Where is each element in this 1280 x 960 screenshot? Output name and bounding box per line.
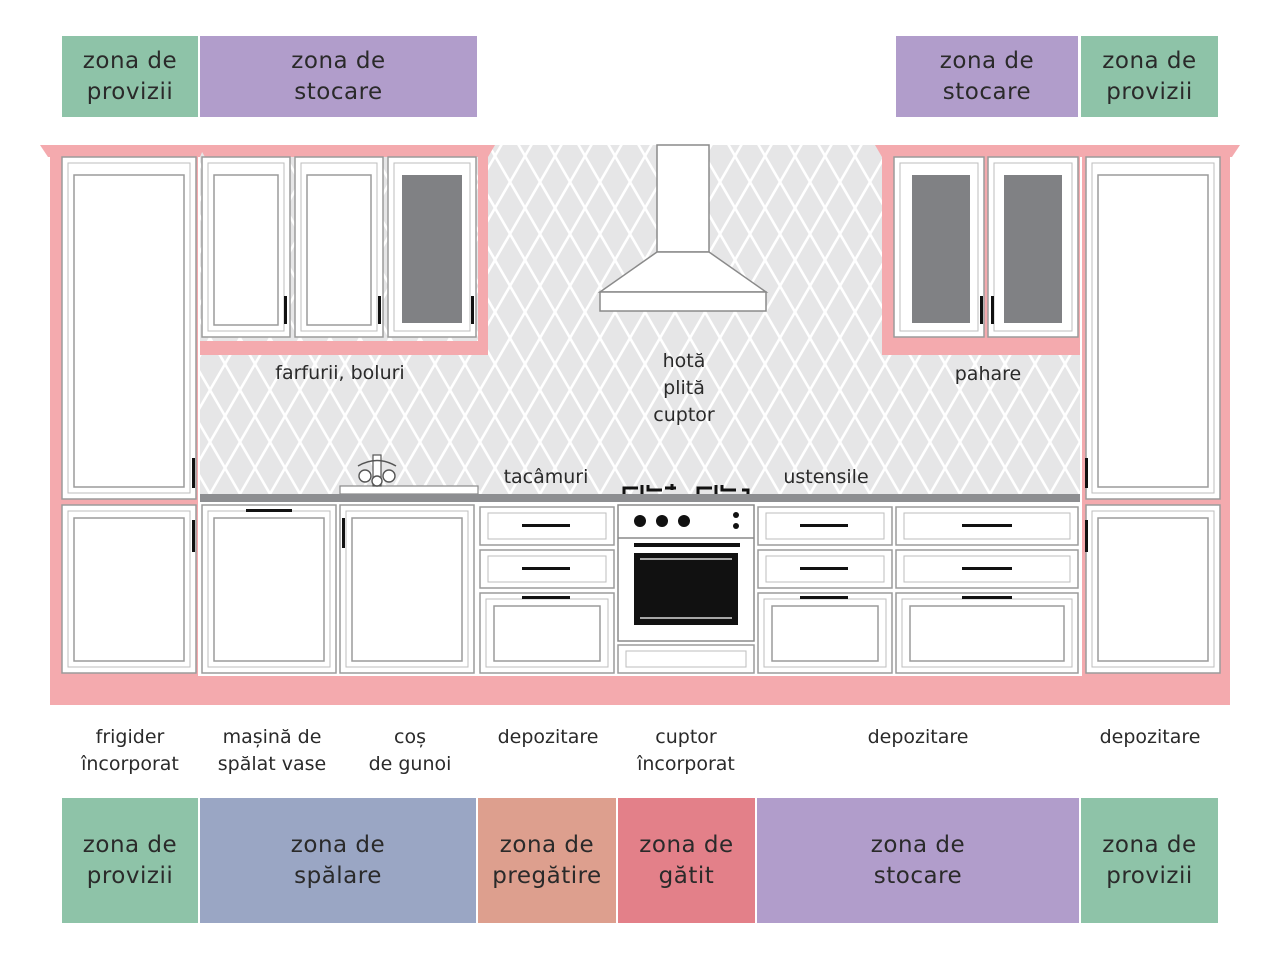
zone-line2: pregătire: [492, 862, 602, 889]
zone-line1: zona de: [82, 831, 178, 858]
drawers-right: [895, 506, 1079, 674]
label-line1: cuptor: [655, 726, 717, 748]
label-line1: depozitare: [497, 726, 599, 748]
zone-line1: zona de: [1102, 47, 1197, 74]
bottom-zone-stocare: zona de stocare: [757, 798, 1079, 923]
label-plates-bowls: farfurii, boluri: [275, 362, 405, 384]
label-hood: hotă: [662, 350, 706, 372]
hob-burners: [622, 484, 750, 494]
zone-line2: provizii: [1106, 862, 1193, 889]
label-line2: încorporat: [637, 753, 735, 775]
label-line2: spălat vase: [217, 753, 327, 775]
zone-line2: stocare: [942, 78, 1032, 105]
top-zone-stocare-left: zona de stocare: [200, 36, 477, 117]
label-line1: frigider: [95, 726, 165, 748]
zone-line1: zona de: [290, 831, 386, 858]
label-oven: cuptor: [653, 404, 715, 426]
top-zone-provizii-left: zona de provizii: [62, 36, 198, 117]
bottom-zone-gatit: zona de gătit: [618, 798, 755, 923]
drawers-left: [479, 506, 615, 674]
label-line2: încorporat: [81, 753, 179, 775]
bottom-zone-provizii-right: zona de provizii: [1081, 798, 1218, 923]
fridge-cabinet: [61, 156, 197, 674]
range-hood: [597, 144, 769, 312]
pink-frame-left-top-crown: [40, 145, 205, 157]
plinth: [50, 676, 1230, 705]
label-dishwasher: mașină de spălat vase: [202, 724, 342, 778]
zone-line1: zona de: [639, 831, 734, 858]
label-storage-right: depozitare: [1080, 724, 1220, 751]
zone-line2: provizii: [1106, 78, 1193, 105]
label-fridge: frigider încorporat: [60, 724, 200, 778]
bottom-zone-spalare: zona de spălare: [200, 798, 476, 923]
bottom-zone-pregatire: zona de pregătire: [478, 798, 616, 923]
pink-frame-right-top-crown: [1075, 145, 1240, 157]
bottom-zone-provizii-left: zona de provizii: [62, 798, 198, 923]
zone-line1: zona de: [939, 47, 1035, 74]
zone-line2: stocare: [873, 862, 963, 889]
oven: [617, 504, 755, 674]
top-zone-stocare-right: zona de stocare: [896, 36, 1078, 117]
zone-line2: stocare: [294, 78, 383, 105]
zone-line1: zona de: [291, 47, 386, 74]
label-line2: de gunoi: [368, 753, 452, 775]
upper-cabinets-right: [893, 156, 1079, 338]
label-hood-hob-oven: hotă plită cuptor: [624, 348, 744, 429]
label-storage-left: depozitare: [478, 724, 618, 751]
bin-cabinet: [339, 504, 475, 674]
zone-line2: gătit: [658, 862, 715, 889]
zone-line1: zona de: [1102, 831, 1197, 858]
zone-line2: spălare: [294, 862, 382, 889]
countertop: [200, 494, 1080, 502]
label-storage-mid: depozitare: [848, 724, 988, 751]
drawers-mid: [757, 506, 893, 674]
label-cutlery: tacâmuri: [503, 466, 589, 488]
upper-cabinets-left: [201, 156, 477, 338]
label-line1: coș: [394, 726, 426, 748]
dishwasher-cabinet: [201, 504, 337, 674]
pantry-cabinet-right: [1085, 156, 1221, 674]
label-glasses: pahare: [954, 363, 1022, 385]
label-hob: plită: [663, 377, 705, 399]
label-line1: depozitare: [867, 726, 969, 748]
zone-line1: zona de: [499, 831, 595, 858]
label-line1: mașină de: [222, 726, 322, 748]
label-utensils: ustensile: [783, 466, 869, 488]
label-line1: depozitare: [1099, 726, 1201, 748]
zone-line1: zona de: [870, 831, 966, 858]
label-bin: coș de gunoi: [340, 724, 480, 778]
zone-line1: zona de: [82, 47, 178, 74]
zone-line2: provizii: [86, 78, 174, 105]
top-zone-provizii-right: zona de provizii: [1081, 36, 1218, 117]
zone-line2: provizii: [86, 862, 174, 889]
label-oven-built-in: cuptor încorporat: [616, 724, 756, 778]
